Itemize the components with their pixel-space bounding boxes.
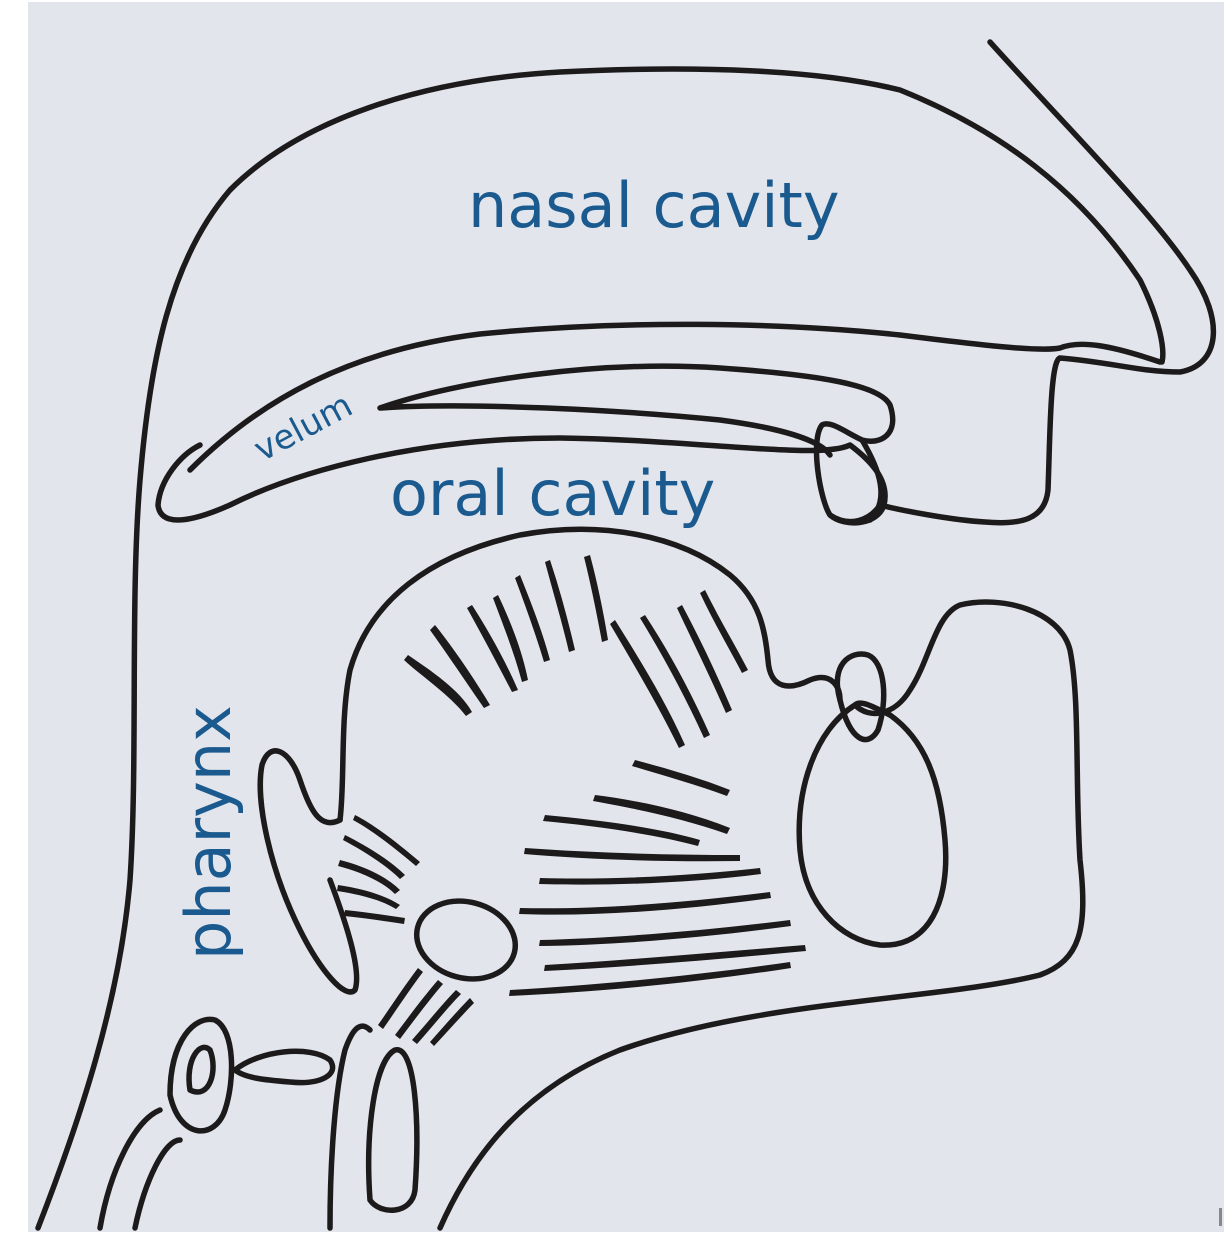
fiber: [610, 620, 685, 748]
vocal-fold-bridge: [235, 1051, 333, 1082]
hyoid-bone: [408, 890, 524, 989]
fiber: [430, 625, 490, 708]
fiber: [519, 892, 771, 915]
edge-mark: [1219, 1208, 1222, 1226]
trachea-right: [330, 1026, 370, 1228]
fiber: [515, 575, 550, 662]
fiber: [467, 605, 518, 692]
fiber: [378, 968, 423, 1029]
label-oral-cavity: oral cavity: [390, 457, 715, 530]
fiber: [493, 595, 528, 682]
fiber: [395, 980, 443, 1039]
trachea-left: [100, 1110, 180, 1228]
thyroid-cartilage: [369, 1050, 417, 1210]
fiber: [344, 910, 405, 924]
fiber: [584, 555, 608, 642]
arytenoid-ring: [170, 1019, 232, 1131]
upper-lip: [862, 440, 881, 520]
fiber: [640, 615, 710, 738]
lower-teeth: [837, 654, 883, 740]
fiber: [545, 560, 575, 652]
label-pharynx: pharynx: [172, 705, 245, 960]
cartilage-inner: [189, 1047, 213, 1092]
fiber: [539, 920, 791, 946]
fiber: [524, 848, 740, 861]
lower-jaw: [440, 602, 1083, 1228]
fiber: [632, 760, 730, 796]
label-nasal-cavity: nasal cavity: [468, 169, 840, 242]
label-velum: velum: [247, 385, 359, 470]
fiber: [539, 868, 761, 885]
tongue-muscle-fibers: [404, 555, 806, 996]
fiber: [543, 815, 700, 846]
pharyngeal-fibers: [337, 815, 474, 1046]
fiber: [430, 998, 474, 1046]
fiber: [353, 815, 420, 866]
